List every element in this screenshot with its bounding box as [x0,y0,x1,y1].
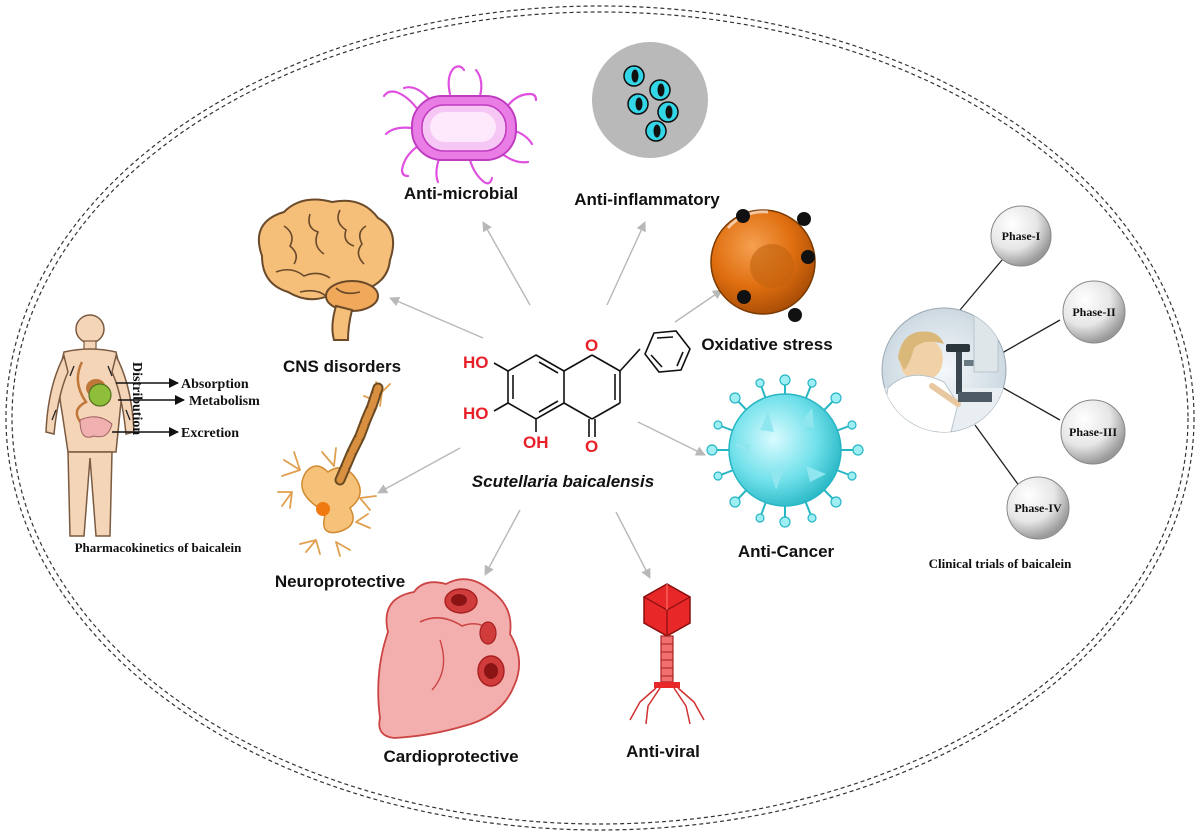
compound-name: Scutellaria baicalensis [472,472,654,491]
phase-1-node [990,205,1052,267]
oxidative-stress-label: Oxidative stress [701,335,832,354]
clinical-trial-connectors [959,259,1061,488]
clinical-trials-caption: Clinical trials of baicalein [929,556,1072,571]
excretion-label: Excretion [181,426,239,441]
phase-3-label: Phase-III [1069,425,1117,439]
arrow-neuroprotective [377,447,461,494]
ring-oxygen-label: O [585,336,598,355]
brain-illustration [257,198,394,341]
phase-4-label: Phase-IV [1014,501,1062,515]
distribution-label: Distribution [129,362,144,435]
virus-illustration [629,583,705,725]
phase-1-label: Phase-I [1002,229,1041,243]
baicalein-atoms: HO HO OH O O [463,336,598,456]
hydroxyl-5-label: OH [523,433,549,452]
outer-boundary [5,5,1195,831]
pharmacokinetics-caption: Pharmacokinetics of baicalein [75,540,243,555]
hydroxyl-7-label: HO [463,353,489,372]
activity-arrows [377,221,723,579]
oxidative-stress-illustration [710,209,816,322]
microbe-illustration [382,65,538,185]
anti-cancer-label: Anti-Cancer [738,542,835,561]
neuroprotective-label: Neuroprotective [275,572,405,591]
lab-scientist-image [881,307,1007,433]
phase-4-node [1006,476,1070,540]
hydroxyl-6-label: HO [463,404,489,423]
phase-2-label: Phase-II [1072,305,1116,319]
arrow-anti-viral [615,511,651,579]
arrow-cns-disorders [389,296,484,339]
arrow-anti-cancer [637,421,706,456]
cns-disorders-label: CNS disorders [283,357,401,376]
anti-microbial-label: Anti-microbial [404,184,518,203]
inflammatory-cells-illustration [592,42,708,158]
phase-3-node [1060,399,1126,465]
arrow-oxidative-stress [674,289,723,323]
arrow-cardioprotective [484,509,521,576]
cancer-cell-illustration [706,374,864,528]
anti-viral-label: Anti-viral [626,742,700,761]
baicalein-structure [493,330,691,437]
phase-2-node [1062,280,1126,344]
arrow-anti-microbial [482,221,531,306]
heart-illustration [377,578,520,739]
absorption-label: Absorption [181,377,249,392]
anti-inflammatory-label: Anti-inflammatory [574,190,720,209]
human-body-illustration [45,314,135,537]
arrow-anti-inflammatory [606,221,646,306]
neuron-illustration [277,381,391,557]
cardioprotective-label: Cardioprotective [383,747,518,766]
phase-nodes [990,205,1126,540]
metabolism-label: Metabolism [189,394,260,409]
carbonyl-oxygen-label: O [585,437,598,456]
pharmacokinetics-arrows [112,378,185,437]
